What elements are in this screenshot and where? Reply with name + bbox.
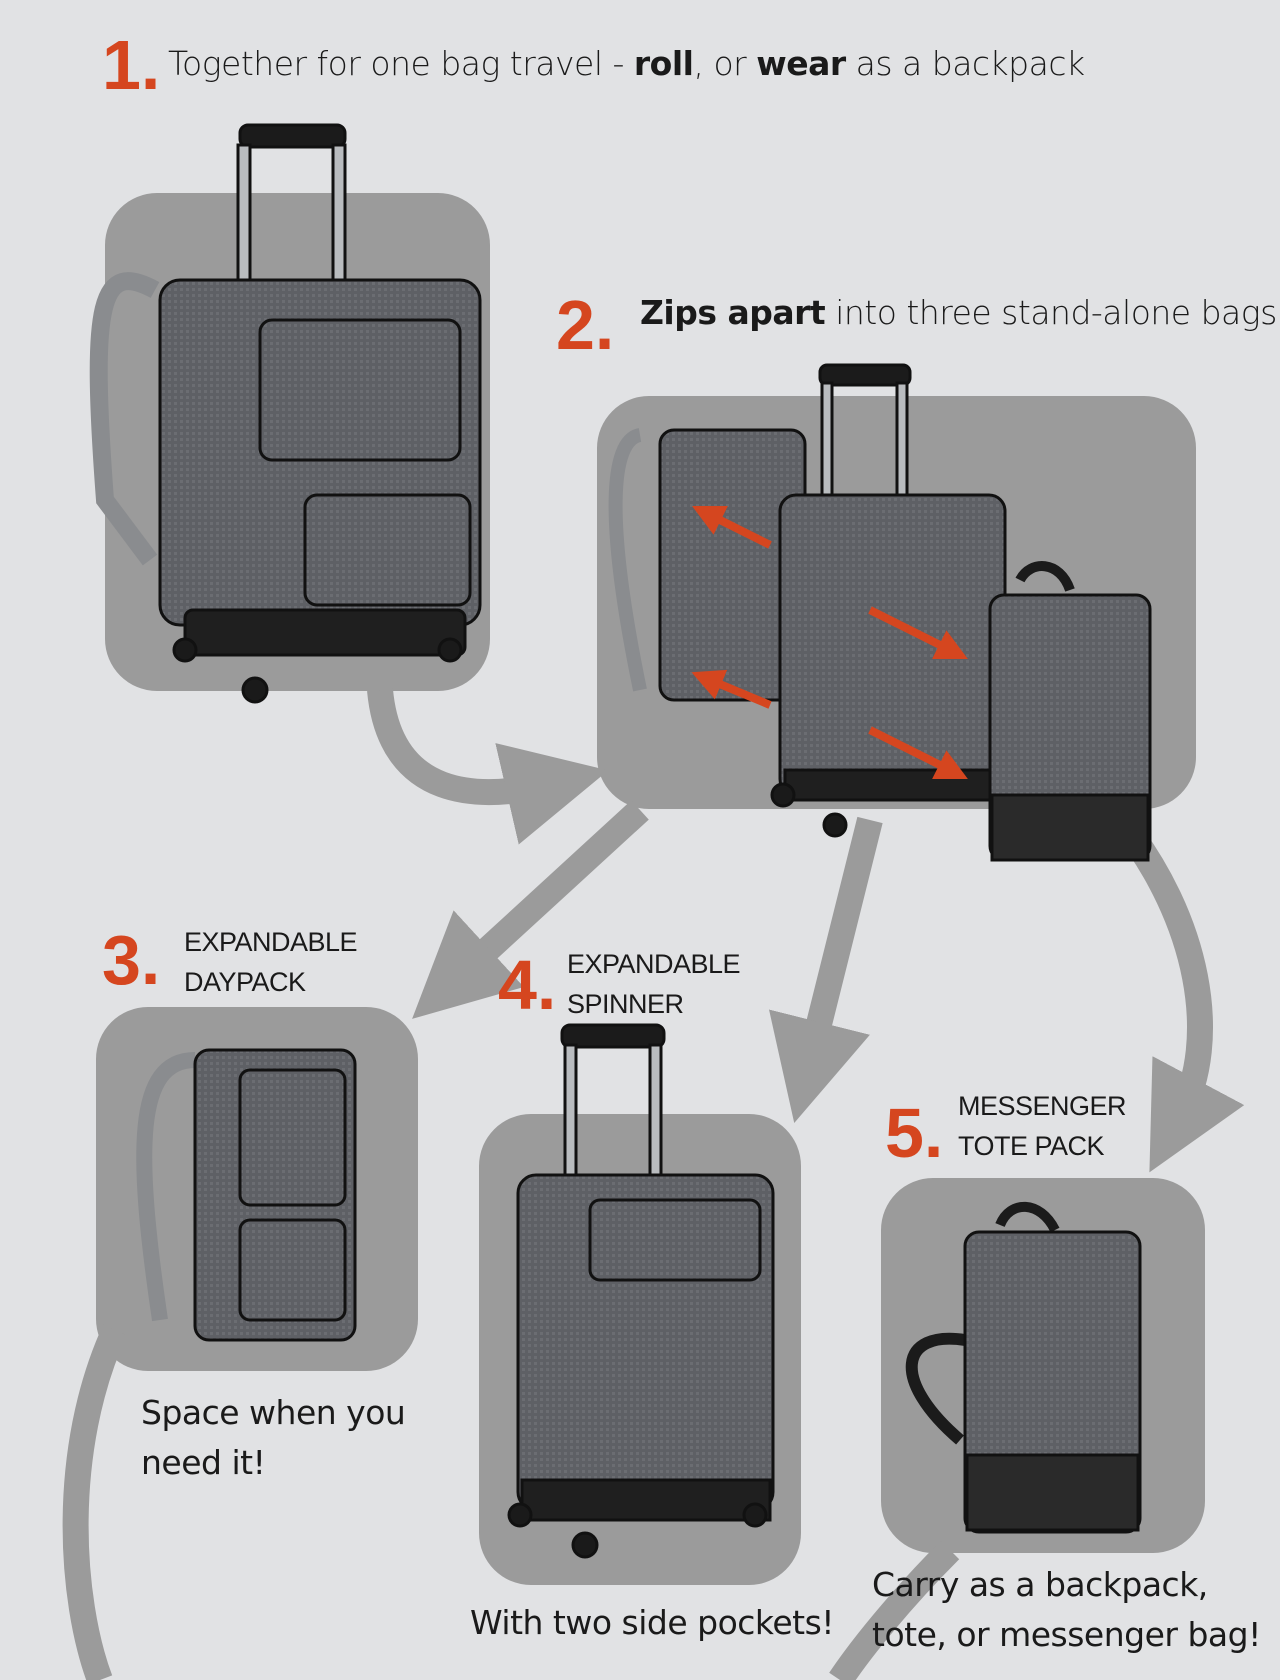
zip-apart-illustration <box>608 363 1152 862</box>
spinner-illustration <box>507 1023 775 1559</box>
step-2-heading: Zips apart into three stand-alone bags <box>640 293 1277 332</box>
combined-bag-illustration <box>89 123 482 704</box>
arrow-3-loop <box>62 1324 127 1680</box>
arrow-2-to-3 <box>412 800 649 1019</box>
arrow-2-to-4 <box>769 816 883 1124</box>
arrow-5-loop <box>829 1540 960 1680</box>
step-2-number: 2. <box>556 286 615 364</box>
split-arrows <box>691 506 968 779</box>
arrow-2-to-5 <box>1109 811 1245 1173</box>
step-3-number: 3. <box>102 921 161 999</box>
messenger-illustration <box>905 1201 1142 1534</box>
daypack-illustration <box>136 1048 357 1342</box>
arrow-1-to-2 <box>367 688 609 845</box>
step-5-number: 5. <box>885 1094 944 1172</box>
step-1-heading: Together for one bag travel - roll, or w… <box>168 44 1085 83</box>
step-4-caption: With two side pockets! <box>470 1603 835 1642</box>
step-5-caption: Carry as a backpack,tote, or messenger b… <box>872 1565 1261 1654</box>
step-1-number: 1. <box>102 26 161 104</box>
step-4-number: 4. <box>498 946 557 1024</box>
